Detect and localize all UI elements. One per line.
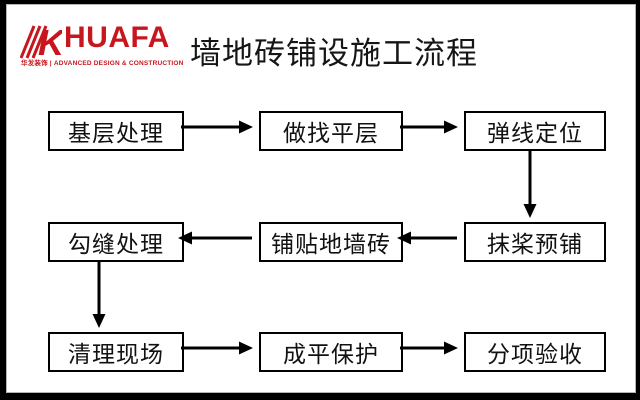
flow-step-base-treatment: 基层处理 — [48, 111, 184, 151]
brand-name: HUAFA — [64, 21, 170, 54]
flow-step-joint-pointing: 勾缝处理 — [48, 222, 184, 262]
flow-step-site-cleanup: 清理现场 — [48, 332, 184, 372]
slide-page: K HUAFA 华发装饰 | ADVANCED DESIGN & CONSTRU… — [6, 4, 636, 393]
flow-step-acceptance: 分项验收 — [464, 332, 606, 372]
page-title: 墙地砖铺设施工流程 — [190, 36, 478, 71]
flow-step-leveling-layer: 做找平层 — [259, 111, 403, 151]
flow-step-mortar-prelay: 抹桨预铺 — [464, 222, 606, 262]
brand-tagline: 华发装饰 | ADVANCED DESIGN & CONSTRUCTION — [21, 60, 184, 67]
huafa-logo-icon: K — [20, 23, 62, 59]
svg-text:K: K — [38, 23, 62, 59]
flow-step-snap-line: 弹线定位 — [464, 111, 606, 151]
flow-step-finish-protect: 成平保护 — [259, 332, 403, 372]
flow-step-lay-tiles: 铺贴地墙砖 — [259, 222, 403, 262]
